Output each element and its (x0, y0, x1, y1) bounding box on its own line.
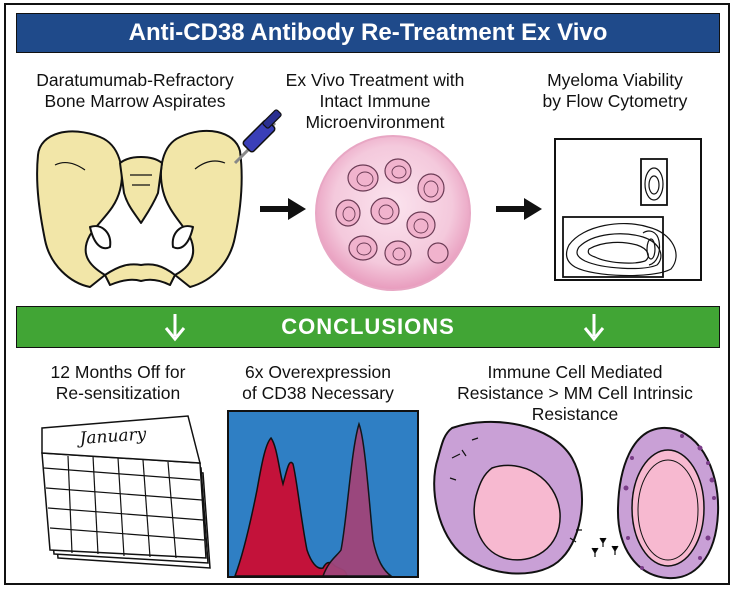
flow-plot-illustration (554, 138, 702, 281)
calendar-month: January (76, 424, 147, 449)
conclusion-label-immune: Immune Cell Mediated Resistance > MM Cel… (430, 362, 720, 425)
conclusion-label-months: 12 Months Off for Re-sensitization (18, 362, 218, 404)
conclusion-line: Resistance > MM Cell Intrinsic (457, 383, 693, 403)
conclusion-line: 12 Months Off for (50, 362, 186, 382)
step-line: Microenvironment (305, 112, 445, 132)
step-label-bone-marrow: Daratumumab-Refractory Bone Marrow Aspir… (20, 70, 250, 112)
step-line: Intact Immune (319, 91, 431, 111)
histogram-illustration (227, 410, 419, 578)
calendar-icon: January (41, 415, 211, 569)
page-title: Anti-CD38 Antibody Re-Treatment Ex Vivo (16, 13, 720, 53)
cell-illustration (433, 421, 720, 580)
arrow-down-icon (164, 314, 186, 342)
conclusion-line: Resistance (531, 404, 619, 424)
figure-frame (4, 3, 730, 585)
step-line: Daratumumab-Refractory (36, 70, 234, 90)
conclusion-line: Re-sensitization (55, 383, 181, 403)
step-line: by Flow Cytometry (542, 91, 688, 111)
step-label-ex-vivo: Ex Vivo Treatment with Intact Immune Mic… (270, 70, 480, 133)
conclusion-line: of CD38 Necessary (242, 383, 394, 403)
conclusions-title: CONCLUSIONS (16, 306, 720, 348)
pelvis-illustration (36, 109, 282, 288)
conclusion-line: 6x Overexpression (245, 362, 391, 382)
petri-dish-illustration (315, 135, 471, 291)
conclusion-line: Immune Cell Mediated (487, 362, 663, 382)
arrow-right-icon (260, 198, 306, 220)
conclusion-label-cd38: 6x Overexpression of CD38 Necessary (218, 362, 418, 404)
arrow-right-icon (496, 198, 542, 220)
step-line: Myeloma Viability (547, 70, 683, 90)
arrow-down-icon (583, 314, 605, 342)
step-line: Ex Vivo Treatment with (285, 70, 465, 90)
step-label-flow: Myeloma Viability by Flow Cytometry (510, 70, 720, 112)
syringe-icon (233, 109, 282, 165)
step-line: Bone Marrow Aspirates (44, 91, 226, 111)
